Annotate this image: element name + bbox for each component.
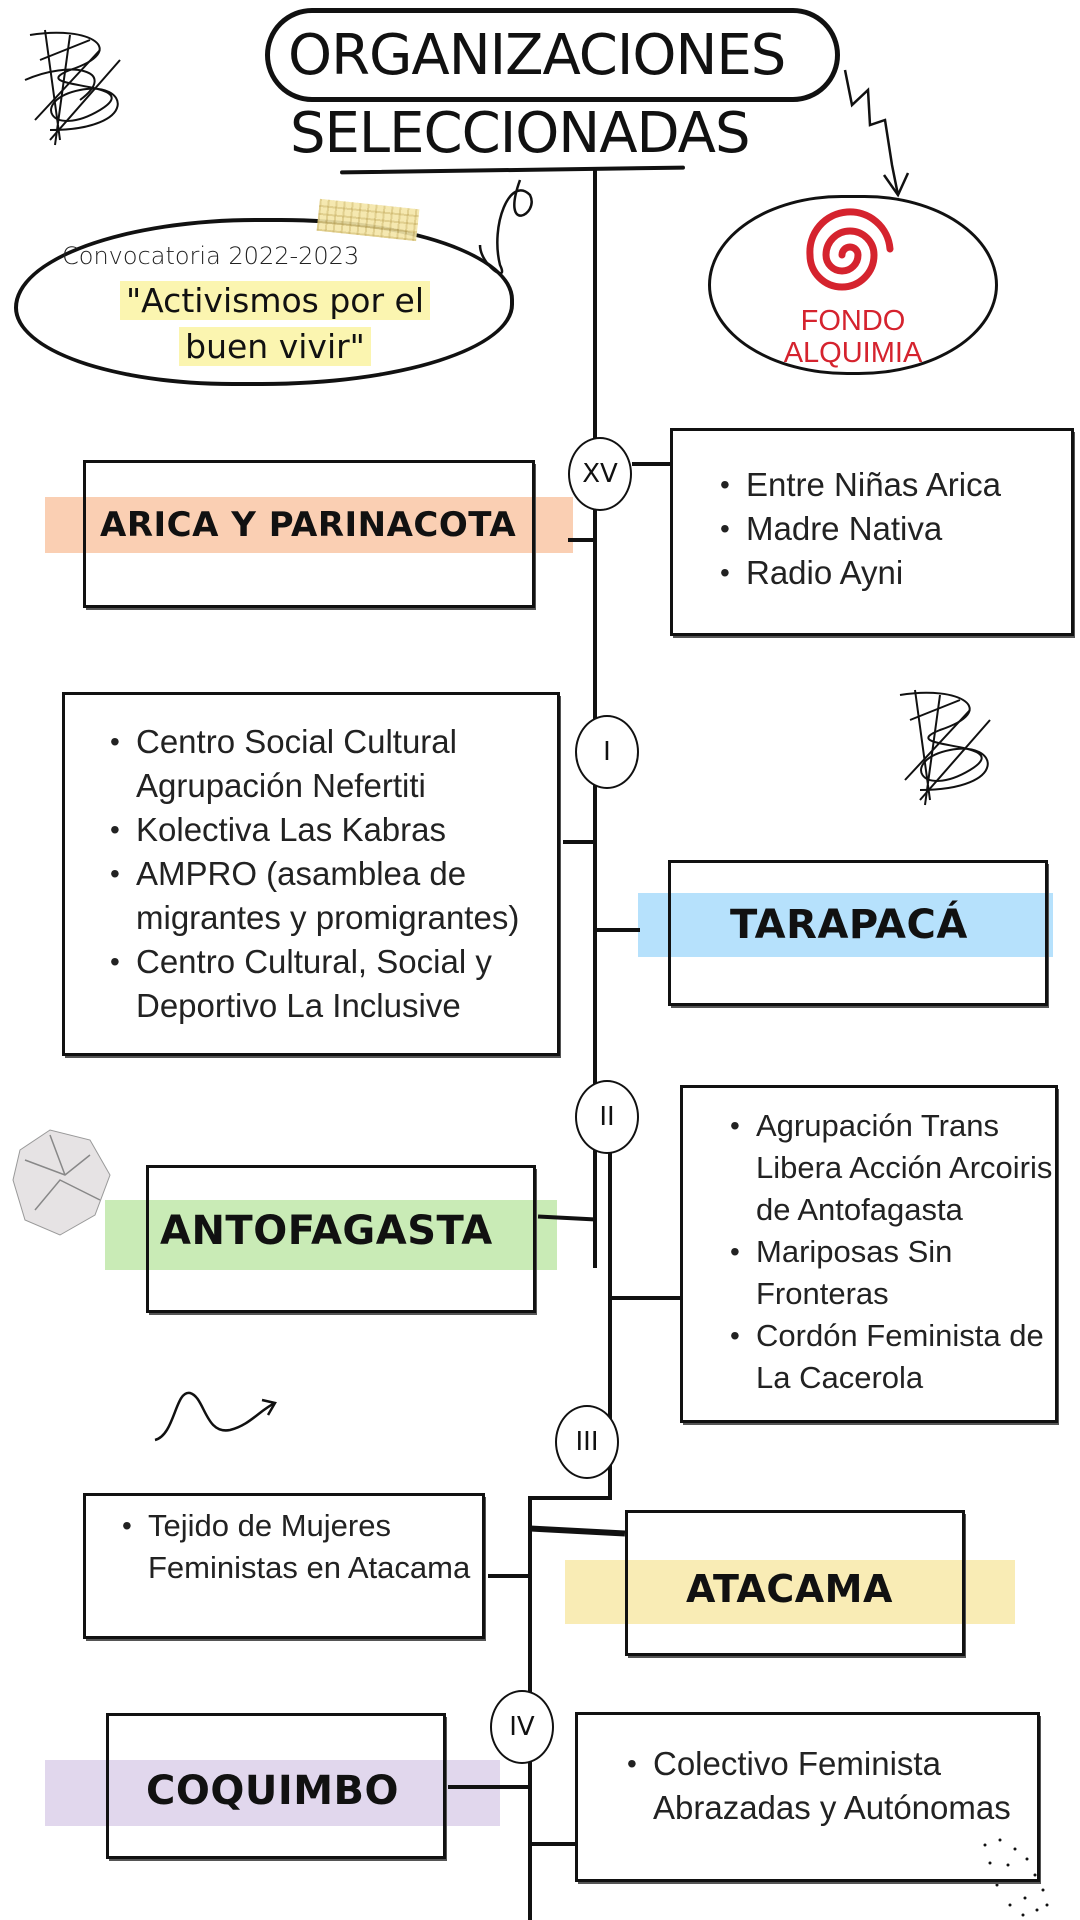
region-highlight [638, 893, 1053, 957]
org-item: Agrupación Trans Libera Acción Arcoiris … [730, 1105, 1080, 1231]
org-item: Mariposas Sin Fronteras [730, 1231, 1080, 1315]
region-box-arica [83, 460, 535, 608]
region-numeral-bubble: XV [568, 437, 632, 511]
call-bubble [14, 218, 514, 386]
region-numeral: XV [582, 459, 618, 489]
connector [530, 1842, 578, 1846]
org-list-tarapaca: Centro Social Cultural Agrupación Nefert… [108, 720, 576, 1028]
call-label: Convocatoria 2022-2023 [62, 242, 360, 270]
region-box-coquimbo [106, 1713, 446, 1859]
call-slogan: "Activismos por el buen vivir" [110, 278, 440, 370]
logo-bubble [708, 195, 998, 375]
region-box-antofagasta [146, 1165, 536, 1313]
org-item: Colectivo Feminista Abrazadas y Autónoma… [627, 1742, 1063, 1830]
scribble-icon [899, 689, 991, 806]
region-highlight [45, 497, 573, 553]
connector [529, 1525, 626, 1537]
logo-line2: ALQUIMIA [783, 337, 923, 369]
region-numeral-bubble: IV [490, 1690, 554, 1764]
squiggle-arrow-icon [154, 1391, 277, 1442]
connector [488, 1574, 530, 1578]
crumpled-paper-icon [12, 1129, 111, 1236]
title-underline [339, 165, 686, 175]
page-title-line1: ORGANIZACIONES [288, 23, 786, 88]
org-item: Kolectiva Las Kabras [110, 808, 576, 852]
org-list-antofagasta: Agrupación Trans Libera Acción Arcoiris … [728, 1105, 1080, 1399]
org-list-atacama: Tejido de Mujeres Feministas en Atacama [120, 1505, 488, 1589]
org-item: Entre Niñas Arica [720, 463, 1080, 507]
connector [563, 840, 595, 844]
logo-line1: FONDO [800, 305, 906, 337]
org-item: Tejido de Mujeres Feministas en Atacama [122, 1505, 488, 1589]
slogan-line2: buen vivir" [179, 327, 371, 366]
connector [448, 1785, 530, 1789]
org-list-coquimbo: Colectivo Feminista Abrazadas y Autónoma… [625, 1742, 1063, 1830]
connector [632, 462, 672, 466]
timeline-step [528, 1496, 612, 1500]
region-name-arica: ARICA Y PARINACOTA [100, 505, 517, 545]
region-name-antofagasta: ANTOFAGASTA [160, 1208, 493, 1254]
region-numeral-bubble: III [555, 1405, 619, 1479]
scribble-icon [24, 29, 121, 146]
region-numeral: II [599, 1102, 615, 1132]
logo-text: FONDO ALQUIMIA [778, 305, 928, 369]
spiral-icon [806, 208, 894, 291]
region-numeral: III [575, 1427, 599, 1457]
region-highlight [105, 1200, 557, 1270]
org-item: Centro Social Cultural Agrupación Nefert… [110, 720, 576, 808]
org-item: AMPRO (asamblea de migrantes y promigran… [110, 852, 576, 940]
region-name-atacama: ATACAMA [686, 1567, 893, 1611]
org-list-arica: Entre Niñas Arica Madre Nativa Radio Ayn… [718, 463, 1080, 595]
org-item: Centro Cultural, Social y Deportivo La I… [110, 940, 576, 1028]
page-title-line2: SELECCIONADAS [290, 101, 750, 166]
connector [595, 928, 640, 932]
region-name-tarapaca: TARAPACÁ [730, 902, 968, 948]
region-numeral: IV [509, 1712, 535, 1742]
region-highlight [45, 1760, 500, 1826]
connector [612, 1296, 682, 1300]
title-oval [265, 8, 840, 102]
timeline-spine [608, 1100, 612, 1500]
region-numeral-bubble: I [575, 715, 639, 789]
region-highlight [565, 1560, 1015, 1624]
region-box-tarapaca [668, 860, 1048, 1006]
org-item: Cordón Feminista de La Cacerola [730, 1315, 1080, 1399]
region-name-coquimbo: COQUIMBO [146, 1768, 400, 1814]
region-box-atacama [625, 1510, 965, 1656]
slogan-line1: "Activismos por el [120, 281, 430, 320]
org-item: Madre Nativa [720, 507, 1080, 551]
region-numeral-bubble: II [575, 1080, 639, 1154]
org-item: Radio Ayni [720, 551, 1080, 595]
connector [568, 538, 596, 542]
region-numeral: I [603, 737, 611, 767]
zigzag-arrow-icon [843, 69, 910, 198]
